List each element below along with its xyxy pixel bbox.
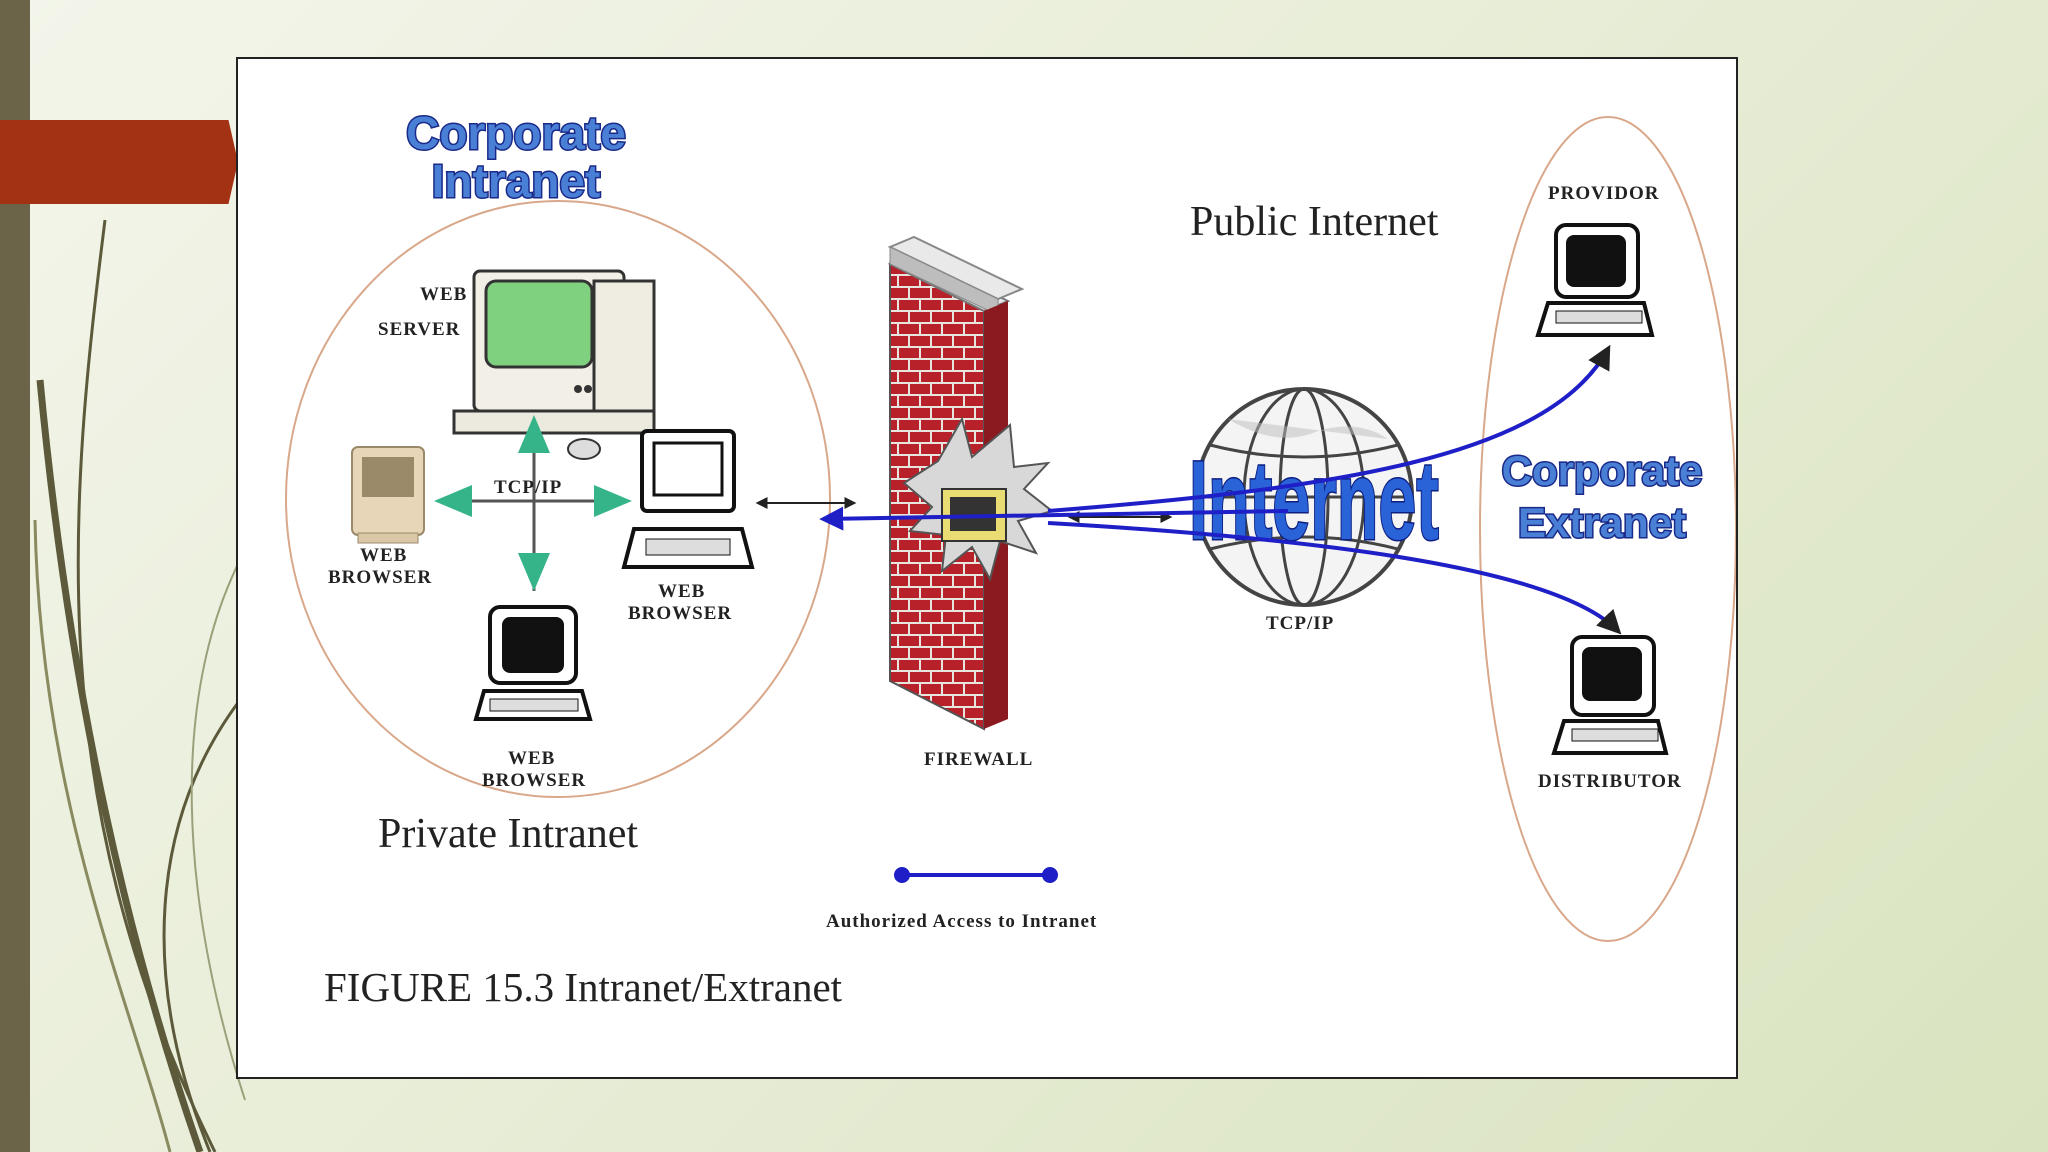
public-internet-label: Public Internet (1190, 199, 1439, 245)
web-browser-right-label-1: WEB (658, 581, 705, 602)
tcpip-internet-label: TCP/IP (1266, 613, 1334, 634)
intranet-access-line (819, 506, 1289, 531)
title-accent-tab (0, 120, 238, 204)
corporate-intranet-title-line2: Intranet (432, 155, 601, 207)
legend-access-line (894, 867, 1058, 883)
providor-access-line (1047, 344, 1611, 513)
web-server-label-1: WEB (420, 284, 467, 305)
tcpip-intranet-label: TCP/IP (494, 477, 562, 498)
web-server-icon (452, 269, 656, 460)
web-browser-bottom-label-2: BROWSER (482, 770, 586, 791)
web-browser-left-label-1: WEB (360, 545, 407, 566)
decorative-strands (33, 219, 246, 1152)
distributor-access-line (1047, 521, 1622, 635)
legend-label: Authorized Access to Intranet (826, 911, 1097, 932)
web-browser-bottom-icon (473, 605, 593, 721)
web-browser-left-icon (351, 446, 425, 544)
providor-computer-icon (1535, 223, 1655, 337)
web-browser-left-label-2: BROWSER (328, 567, 432, 588)
web-server-label-2: SERVER (378, 319, 460, 340)
internet-logo-text: Internet (1189, 438, 1439, 563)
corporate-extranet-title-line2: Extranet (1518, 499, 1686, 546)
corporate-extranet-boundary (1479, 116, 1736, 942)
web-browser-right-label-2: BROWSER (628, 603, 732, 624)
providor-label: PROVIDOR (1548, 183, 1659, 204)
firewall-icon (887, 235, 1055, 731)
corporate-extranet-title-line1: Corporate (1502, 447, 1703, 494)
distributor-label: DISTRIBUTOR (1538, 771, 1682, 792)
corporate-intranet-title-line1: Corporate (406, 107, 626, 159)
private-intranet-label: Private Intranet (378, 811, 638, 857)
tcpip-cross-arrows (434, 415, 632, 591)
firewall-label: FIREWALL (924, 749, 1033, 770)
web-browser-right-icon (621, 429, 755, 569)
distributor-computer-icon (1551, 635, 1669, 755)
network-diagram: Corporate Intranet WEB SERVER WEB BROWSE… (285, 106, 1736, 1010)
figure-frame: Corporate Intranet WEB SERVER WEB BROWSE… (236, 57, 1738, 1079)
web-browser-bottom-label-1: WEB (508, 748, 555, 769)
figure-caption: FIGURE 15.3 Intranet/Extranet (324, 964, 843, 1010)
